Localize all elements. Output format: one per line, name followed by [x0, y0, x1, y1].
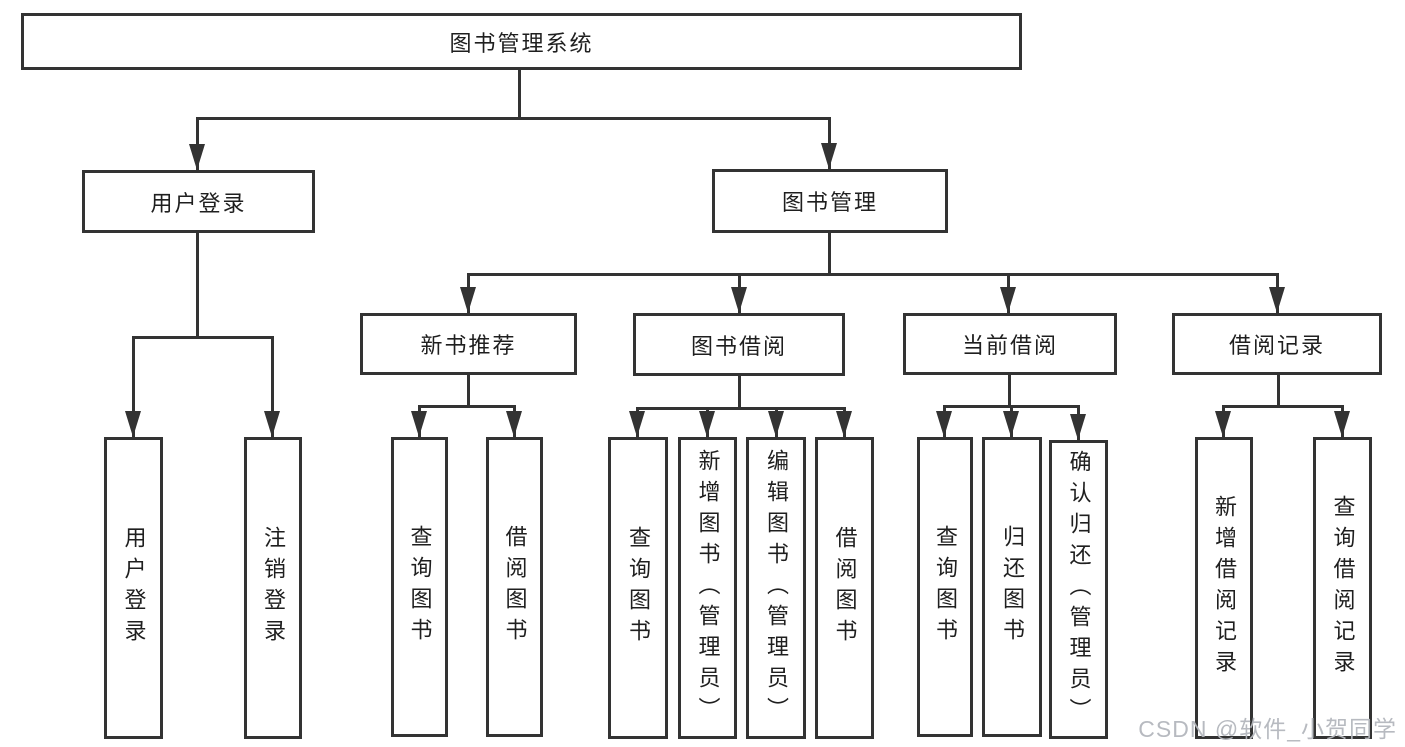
node-current-borrowing: 当前借阅	[903, 313, 1117, 375]
leaf-add-borrow-record: 新增借阅记录	[1195, 437, 1253, 739]
arrowhead-down-icon	[411, 411, 427, 437]
leaf-edit-books-admin: 编辑图书（管理员）	[746, 437, 806, 739]
connector-level2-branch	[467, 273, 1279, 276]
arrowhead-down-icon	[1334, 411, 1350, 437]
node-book-management: 图书管理	[712, 169, 948, 233]
leaf-add-books-admin: 新增图书（管理员）	[678, 437, 737, 739]
leaf-return-books: 归还图书	[982, 437, 1042, 737]
node-new-book-recommend: 新书推荐	[360, 313, 577, 375]
connector-borrow-records-drop	[1277, 375, 1280, 407]
arrowhead-down-icon	[1269, 287, 1285, 313]
connector-drop-user-login	[196, 117, 199, 170]
arrowhead-down-icon	[629, 411, 645, 437]
arrowhead-down-icon	[264, 411, 280, 437]
node-library-management-system: 图书管理系统	[21, 13, 1022, 70]
node-label: 图书借阅	[690, 333, 787, 359]
leaf-label: 新增图书（管理员）	[695, 448, 721, 728]
node-label: 图书管理系统	[449, 30, 594, 56]
leaf-label: 查询图书	[626, 526, 651, 650]
arrowhead-down-icon	[1215, 411, 1231, 437]
node-label: 新书推荐	[420, 333, 517, 358]
connector-root-drop	[518, 69, 521, 118]
leaf-label: 借阅图书	[502, 525, 528, 649]
leaf-user-login: 用户登录	[104, 437, 163, 739]
node-user-login: 用户登录	[82, 170, 315, 233]
leaf-query-books-borrow: 查询图书	[608, 437, 668, 739]
arrowhead-down-icon	[1070, 414, 1086, 440]
leaf-label: 归还图书	[1000, 525, 1025, 649]
connector-drop-leaf	[271, 336, 274, 437]
arrowhead-down-icon	[189, 144, 205, 170]
arrowhead-down-icon	[821, 143, 837, 169]
connector-user-login-drop	[196, 232, 199, 338]
node-label: 用户登录	[150, 190, 247, 216]
arrowhead-down-icon	[506, 411, 522, 437]
arrowhead-down-icon	[460, 287, 476, 313]
connector-level1-branch	[196, 117, 831, 120]
node-borrowing-records: 借阅记录	[1172, 313, 1382, 375]
leaf-logout: 注销登录	[244, 437, 302, 739]
arrowhead-down-icon	[1000, 287, 1016, 313]
leaf-label: 查询借阅记录	[1330, 495, 1356, 681]
connector-new-book-drop	[467, 375, 470, 407]
leaf-label: 用户登录	[121, 526, 147, 650]
leaf-label: 注销登录	[261, 526, 286, 650]
connector-borrow-records-branch	[1222, 405, 1344, 408]
arrowhead-down-icon	[731, 287, 747, 313]
leaf-confirm-return-admin: 确认归还（管理员）	[1049, 440, 1108, 739]
arrowhead-down-icon	[768, 411, 784, 437]
leaf-query-borrow-record: 查询借阅记录	[1313, 437, 1372, 739]
leaf-label: 查询图书	[407, 525, 433, 649]
connector-user-login-branch	[132, 336, 274, 339]
connector-drop-leaf	[132, 336, 135, 437]
leaf-label: 编辑图书（管理员）	[764, 448, 789, 728]
leaf-label: 确认归还（管理员）	[1066, 450, 1092, 729]
node-label: 借阅记录	[1228, 333, 1325, 358]
connector-book-management-drop	[828, 233, 831, 275]
leaf-query-books-recommend: 查询图书	[391, 437, 448, 737]
leaf-borrow-books: 借阅图书	[815, 437, 874, 739]
connector-book-borrow-drop	[738, 375, 741, 409]
node-book-borrowing: 图书借阅	[633, 313, 845, 376]
leaf-label: 新增借阅记录	[1212, 495, 1237, 681]
leaf-query-books-current: 查询图书	[917, 437, 973, 737]
node-label: 图书管理	[781, 190, 878, 215]
arrowhead-down-icon	[699, 411, 715, 437]
leaf-label: 借阅图书	[832, 526, 858, 650]
connector-current-borrow-drop	[1008, 375, 1011, 407]
leaf-borrow-books-recommend: 借阅图书	[486, 437, 543, 737]
arrowhead-down-icon	[1003, 411, 1019, 437]
connector-book-borrow-branch	[636, 407, 846, 410]
connector-new-book-branch	[418, 405, 516, 408]
node-label: 当前借阅	[961, 333, 1058, 358]
leaf-label: 查询图书	[933, 525, 958, 649]
watermark: CSDN @软件_小贺同学	[1138, 716, 1397, 742]
arrowhead-down-icon	[936, 411, 952, 437]
arrowhead-down-icon	[836, 411, 852, 437]
arrowhead-down-icon	[125, 411, 141, 437]
